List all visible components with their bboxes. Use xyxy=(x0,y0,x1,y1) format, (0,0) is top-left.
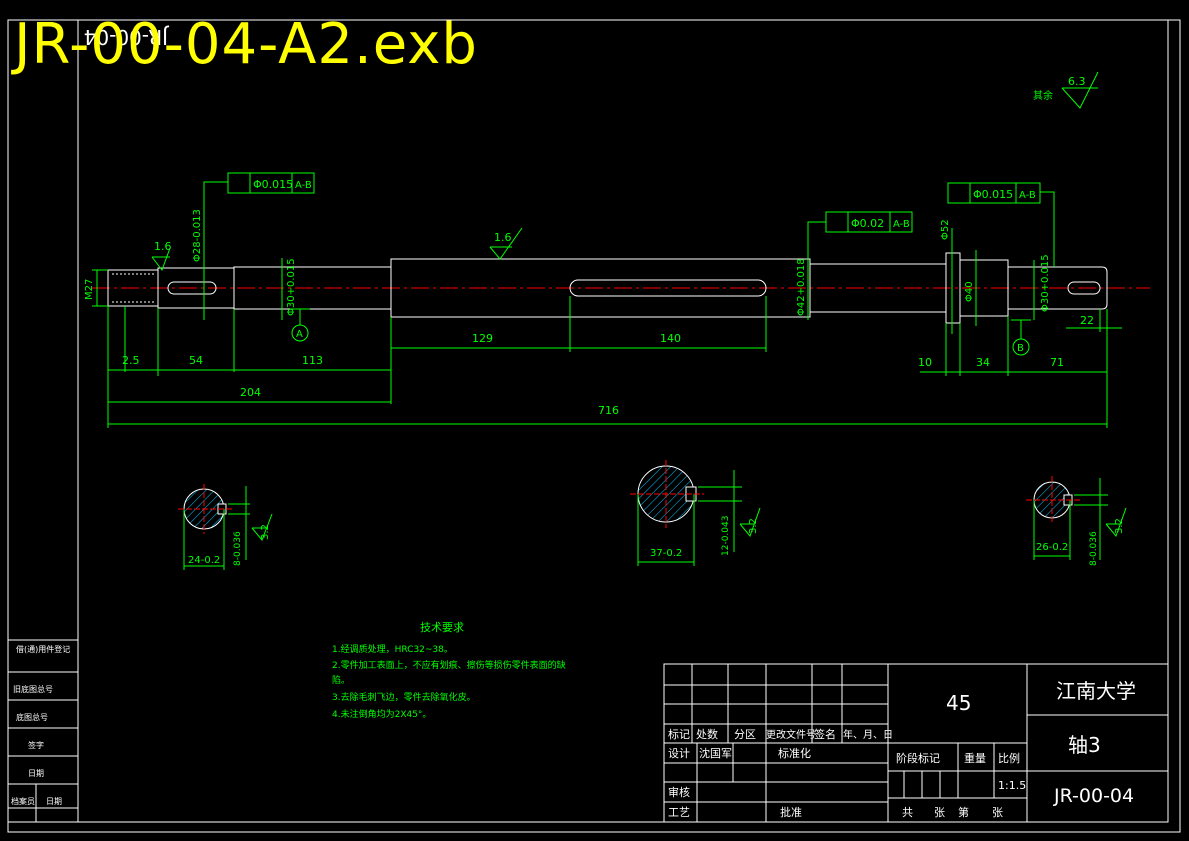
designer-name: 沈国军 xyxy=(699,746,732,760)
header-count: 处数 xyxy=(696,728,718,741)
dimension-lines xyxy=(92,181,1122,428)
stage-label: 阶段标记 xyxy=(896,751,940,765)
file-name-banner: JR-00-04-A2.exb xyxy=(14,12,478,77)
roughness-other-value: 6.3 xyxy=(1068,75,1086,88)
review-label: 审核 xyxy=(668,785,690,799)
scale-value: 1:1.5 xyxy=(998,779,1026,792)
left-strip-archive-date: 日期 xyxy=(46,797,62,806)
company-name: 江南大学 xyxy=(1056,679,1136,703)
tech-note-4: 3.去除毛刺飞边，零件去除氧化皮。 xyxy=(332,691,476,703)
section-1-width: 24-0.2 xyxy=(188,555,220,566)
left-strip-registry: 借(通)用件登记 xyxy=(16,644,70,654)
left-strip xyxy=(7,639,79,823)
dim-204: 204 xyxy=(240,386,261,399)
sheets-label: 张 xyxy=(934,806,945,819)
tech-note-2: 2.零件加工表面上，不应有划痕、擦伤等损伤零件表面的缺 xyxy=(332,659,566,671)
title-block xyxy=(663,663,1169,823)
material: 45 xyxy=(946,691,971,715)
header-change-doc: 更改文件号 xyxy=(766,728,816,741)
header-mark: 标记 xyxy=(668,727,690,741)
dim-phi42: Φ42+0.018 xyxy=(796,258,807,316)
tech-notes-title: 技术要求 xyxy=(420,621,464,634)
dim-phi30-left: Φ30+0.015 xyxy=(286,258,297,316)
dim-phi40: Φ40 xyxy=(964,281,975,302)
shaft-outline xyxy=(107,252,1108,324)
outer-frame xyxy=(7,19,1181,833)
scale-label: 比例 xyxy=(998,751,1020,765)
rotated-drawing-code: JR-00-04 xyxy=(84,25,170,49)
section-3-roughness: 3.2 xyxy=(1114,518,1125,534)
left-strip-base: 底图总号 xyxy=(16,712,48,722)
tolerance-frame-3-value: Φ0.015 xyxy=(973,188,1013,201)
section-2-depth: 12-0.043 xyxy=(721,516,731,556)
header-date: 年、月、日 xyxy=(843,728,893,741)
section-3-width: 26-0.2 xyxy=(1036,542,1068,553)
dim-phi30-right: Φ30+0.015 xyxy=(1040,254,1051,312)
dim-34: 34 xyxy=(976,356,990,369)
tolerance-frame-3-datum: A-B xyxy=(1019,190,1036,201)
approve-label: 批准 xyxy=(780,805,802,819)
dim-phi52: Φ52 xyxy=(940,219,951,240)
dim-129: 129 xyxy=(472,332,493,345)
tech-note-1: 1.经调质处理，HRC32~38。 xyxy=(332,643,453,655)
total-label: 共 xyxy=(902,806,913,819)
dim-716: 716 xyxy=(598,404,619,417)
tech-note-3: 陷。 xyxy=(332,674,350,686)
dim-113: 113 xyxy=(302,354,323,367)
header-zone: 分区 xyxy=(734,728,756,741)
left-strip-date: 日期 xyxy=(28,769,44,778)
standardize-label: 标准化 xyxy=(778,746,811,760)
section-view-1 xyxy=(178,484,273,570)
section-1-depth: 8-0.036 xyxy=(233,531,243,566)
tech-note-5: 4.未注倒角均为2X45°。 xyxy=(332,708,431,720)
inner-frame xyxy=(77,19,1169,823)
section-3-depth: 8-0.036 xyxy=(1089,531,1099,566)
dim-140: 140 xyxy=(660,332,681,345)
tolerance-frame-2-value: Φ0.02 xyxy=(851,217,884,230)
tolerance-frames xyxy=(227,172,1041,233)
weight-label: 重量 xyxy=(964,751,986,765)
section-2-width: 37-0.2 xyxy=(650,548,682,559)
tolerance-frame-1-datum: A-B xyxy=(295,180,312,191)
tolerance-frame-1-value: Φ0.015 xyxy=(253,178,293,191)
roughness-other-label: 其余 xyxy=(1033,89,1053,102)
tolerance-frame-2-datum: A-B xyxy=(893,219,910,230)
header-signature: 签名 xyxy=(814,727,836,741)
process-label: 工艺 xyxy=(668,806,690,819)
datum-a-label: A xyxy=(296,329,303,340)
dim-2-5: 2.5 xyxy=(122,354,140,367)
datum-b-label: B xyxy=(1017,343,1024,354)
left-strip-old-base: 旧底图总号 xyxy=(13,684,53,694)
section-1-roughness: 3.2 xyxy=(260,524,271,540)
roughness-mark-1: 1.6 xyxy=(154,240,172,253)
sheet-suffix: 张 xyxy=(992,806,1003,819)
dim-phi28: Φ28-0.013 xyxy=(192,209,203,262)
left-strip-sign: 签字 xyxy=(28,740,44,750)
section-view-3 xyxy=(1026,476,1127,560)
dim-22: 22 xyxy=(1080,314,1094,327)
section-2-roughness: 3.2 xyxy=(748,518,759,534)
roughness-mark-2: 1.6 xyxy=(494,231,512,244)
dim-10: 10 xyxy=(918,356,932,369)
dim-m27: M27 xyxy=(84,279,95,300)
sheet-label: 第 xyxy=(958,805,969,819)
dim-54: 54 xyxy=(189,354,203,367)
left-strip-archivist: 档案员 xyxy=(11,796,35,806)
design-label: 设计 xyxy=(668,747,690,760)
section-view-2 xyxy=(630,460,761,566)
dim-71: 71 xyxy=(1050,356,1064,369)
drawing-number: JR-00-04 xyxy=(1053,785,1134,807)
roughness-other xyxy=(1061,71,1099,109)
part-name: 轴3 xyxy=(1068,733,1101,757)
